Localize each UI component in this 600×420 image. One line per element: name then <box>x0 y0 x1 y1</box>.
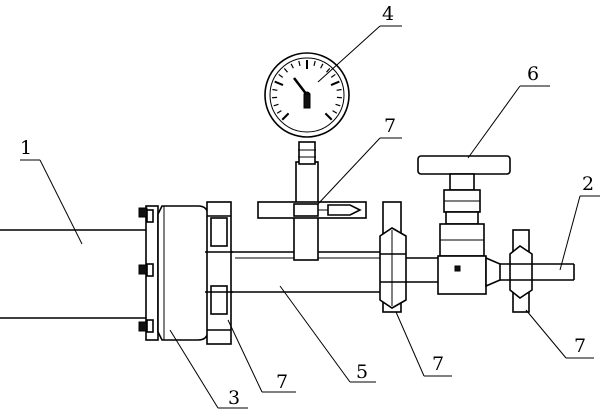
valve-inlet-pipe <box>406 257 438 283</box>
label-valve: 6 <box>527 63 539 85</box>
gauge-tick <box>273 103 279 107</box>
gauge-tick <box>283 67 288 73</box>
gauge-tick <box>274 80 284 86</box>
label-outlet: 2 <box>582 173 594 195</box>
flange <box>138 205 209 341</box>
gauge-tick <box>324 112 333 121</box>
gauge-tick <box>326 67 331 73</box>
label-gauge: 4 <box>382 3 394 25</box>
label-clamp-right: 7 <box>574 335 586 357</box>
clamp-middle <box>379 201 407 313</box>
main-pipe <box>0 229 148 319</box>
gauge-tick <box>278 73 284 78</box>
gauge-tick <box>330 80 340 86</box>
gauge-tick <box>276 110 282 114</box>
gauge-tick <box>313 60 316 66</box>
pressure-gauge <box>264 52 350 138</box>
needle-valve <box>417 155 511 295</box>
clamp-gauge <box>257 201 367 219</box>
gauge-tick <box>298 60 301 66</box>
label-flange: 3 <box>228 387 240 409</box>
label-clamp-middle: 7 <box>432 353 444 375</box>
gauge-tick <box>335 103 341 107</box>
gauge-tick <box>332 110 338 114</box>
gauge-tick <box>336 88 342 91</box>
clamp-left <box>205 201 233 345</box>
gauge-tick <box>281 112 290 121</box>
gauge-ticks <box>272 60 342 121</box>
label-clamp-left: 7 <box>276 371 288 393</box>
gauge-tick <box>330 73 336 78</box>
gauge-tick <box>320 63 324 69</box>
label-clamp-gauge: 7 <box>384 115 396 137</box>
clamp-right <box>509 229 533 313</box>
label-pipe: 1 <box>20 137 32 159</box>
label-tube: 5 <box>356 361 368 383</box>
gauge-tick <box>272 88 278 91</box>
gauge-stem <box>293 141 319 261</box>
gauge-tick <box>290 63 294 69</box>
leader-lines <box>20 25 600 409</box>
